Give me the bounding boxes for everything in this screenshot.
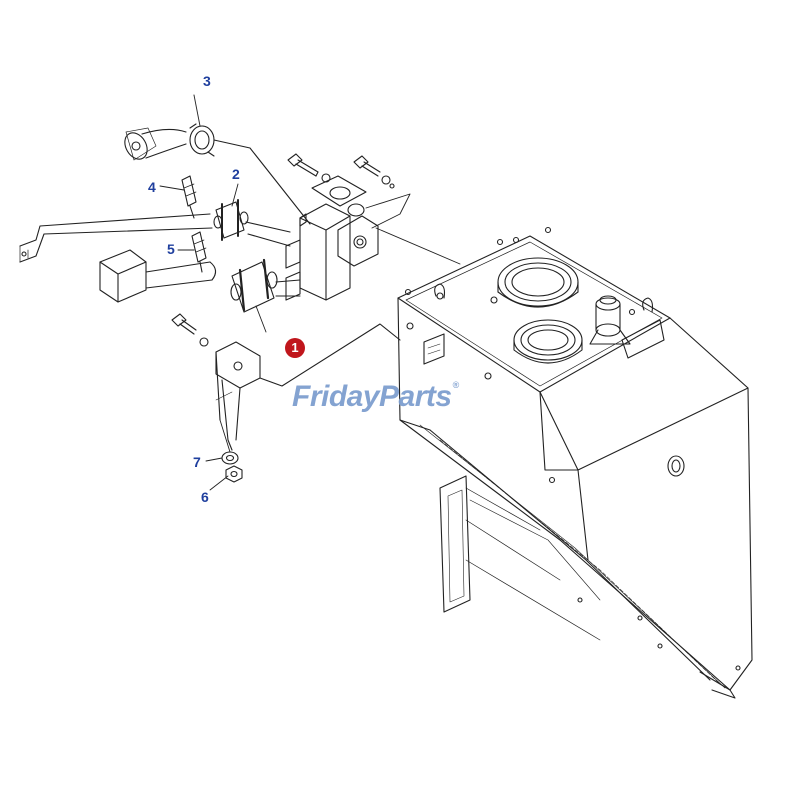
long-pipe — [19, 213, 291, 263]
lower-pipe — [99, 249, 301, 303]
registered-mark: ® — [452, 380, 460, 390]
elbow-flange — [124, 127, 187, 161]
fitting-4 — [181, 175, 197, 219]
nut-6 — [225, 465, 243, 483]
brand-watermark: FridayParts® — [292, 380, 459, 414]
leader-lines — [159, 94, 461, 491]
bolt-top-left — [287, 153, 331, 183]
callout-4: 4 — [148, 179, 156, 195]
bolt-bracket — [171, 313, 209, 347]
callout-2: 2 — [232, 166, 240, 182]
callout-6: 6 — [201, 489, 209, 505]
callout-3: 3 — [203, 73, 211, 89]
brand-watermark-text: FridayParts — [292, 380, 452, 413]
fitting-5 — [191, 231, 207, 273]
hose-clamp-3 — [189, 123, 311, 225]
o-ring — [347, 203, 365, 217]
callout-7: 7 — [193, 454, 201, 470]
mounting-bracket — [215, 323, 401, 451]
valve-body — [285, 175, 379, 301]
callout-1-badge: 1 — [285, 338, 305, 358]
hose-clamp-1 — [230, 258, 278, 313]
bolt-top-right — [353, 155, 395, 189]
callout-5: 5 — [167, 241, 175, 257]
washer-7 — [221, 451, 239, 465]
hose-clamp-2 — [213, 199, 249, 241]
fuel-tank — [397, 226, 753, 699]
